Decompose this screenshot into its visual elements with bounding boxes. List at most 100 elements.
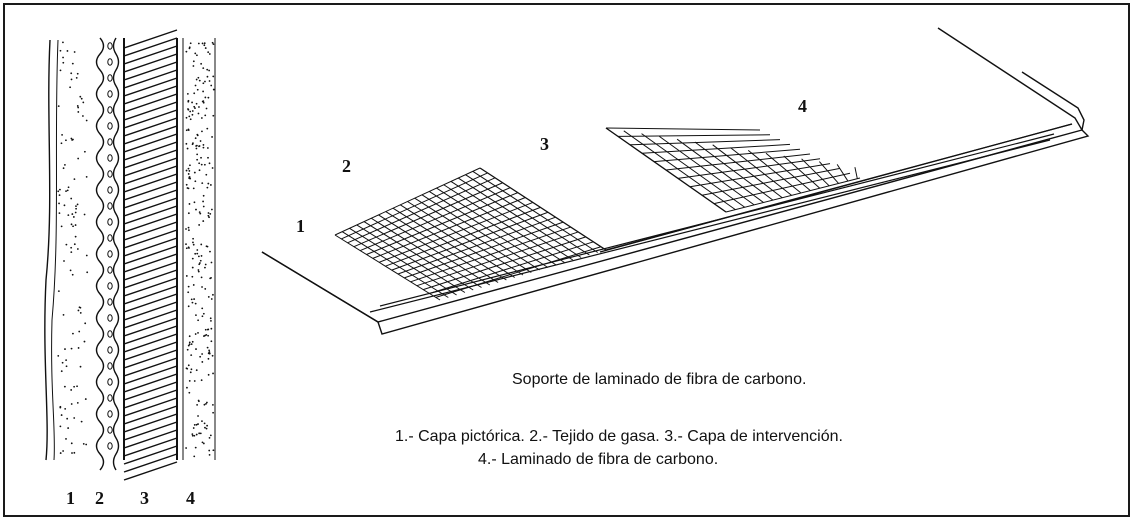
stipple-dot xyxy=(208,436,211,439)
stipple-dot xyxy=(207,51,210,54)
stipple-dot xyxy=(201,42,204,45)
mesh-line xyxy=(353,182,503,248)
stipple-dot xyxy=(208,449,211,452)
stipple-dot xyxy=(212,43,215,46)
gauze-oval xyxy=(107,74,113,82)
cross-section-diagram xyxy=(44,29,216,481)
stipple-dot xyxy=(197,415,199,417)
stipple-dot xyxy=(206,424,209,427)
stipple-dot xyxy=(70,72,73,75)
stipple-dot xyxy=(202,144,205,146)
stipple-dot xyxy=(201,420,203,423)
stipple-dot xyxy=(73,243,76,246)
stipple-dot xyxy=(188,391,191,394)
mesh-line xyxy=(725,177,861,213)
mesh-line xyxy=(676,138,764,203)
mesh-line xyxy=(465,174,590,256)
mesh-line xyxy=(730,147,792,196)
stipple-dot xyxy=(185,275,188,277)
stipple-dot xyxy=(189,164,191,167)
stipple-dot xyxy=(202,220,205,222)
stipple-dot xyxy=(187,187,190,190)
mesh-line xyxy=(334,234,441,301)
carbon-layer-stipple xyxy=(185,41,215,458)
hatch-line xyxy=(123,181,178,201)
stipple-dot xyxy=(82,442,85,445)
stipple-dot xyxy=(197,269,200,271)
section-label-1: 1 xyxy=(66,488,75,508)
stipple-dot xyxy=(71,213,74,215)
stipple-dot xyxy=(207,334,210,337)
stipple-dot xyxy=(211,354,214,357)
stipple-dot xyxy=(70,389,73,391)
stipple-dot xyxy=(60,370,63,373)
stipple-dot xyxy=(187,108,189,110)
stipple-dot xyxy=(186,386,188,389)
stipple-dot xyxy=(194,84,197,87)
stipple-dot xyxy=(85,119,88,122)
hatch-line xyxy=(123,373,178,393)
stipple-dot xyxy=(66,189,69,192)
stipple-dot xyxy=(58,212,61,214)
stipple-dot xyxy=(187,129,190,132)
gauze-oval xyxy=(107,282,113,290)
support-board-edge xyxy=(1021,71,1085,131)
mesh-line xyxy=(428,191,549,268)
stipple-dot xyxy=(208,53,211,55)
stipple-dot xyxy=(194,333,197,335)
stipple-dot xyxy=(189,118,192,121)
stipple-dot xyxy=(209,277,212,280)
mesh-line xyxy=(366,192,518,255)
stipple-dot xyxy=(200,276,203,279)
stipple-dot xyxy=(198,432,201,435)
stipple-dot xyxy=(60,142,63,145)
mesh-line xyxy=(712,144,783,199)
stipple-dot xyxy=(72,216,75,218)
stipple-dot xyxy=(193,201,196,204)
stipple-dot xyxy=(190,298,193,301)
stipple-dot xyxy=(193,380,196,382)
hatch-line xyxy=(123,61,178,81)
stipple-dot xyxy=(70,403,73,405)
stipple-dot xyxy=(70,197,73,200)
hatch-line xyxy=(123,437,178,457)
stipple-dot xyxy=(198,224,201,226)
stipple-dot xyxy=(193,171,196,174)
stipple-dot xyxy=(187,285,190,288)
stipple-dot xyxy=(207,214,210,217)
stipple-dot xyxy=(196,153,199,156)
stipple-dot xyxy=(190,354,193,357)
stipple-dot xyxy=(206,127,209,130)
stipple-dot xyxy=(198,211,201,214)
stipple-dot xyxy=(76,401,79,404)
mesh-line xyxy=(689,163,831,188)
stipple-dot xyxy=(191,301,194,304)
stipple-dot xyxy=(201,441,204,444)
stipple-dot xyxy=(71,139,74,141)
hatch-line xyxy=(123,381,178,401)
stipple-dot xyxy=(77,111,80,113)
gauze-oval xyxy=(107,58,113,66)
gauze-oval xyxy=(107,346,113,354)
stipple-dot xyxy=(209,317,212,320)
stipple-dot xyxy=(204,263,207,266)
hatch-line xyxy=(123,349,178,369)
stipple-dot xyxy=(192,284,195,286)
section-label-4: 4 xyxy=(186,488,195,508)
mesh-line xyxy=(629,139,781,146)
stipple-dot xyxy=(201,286,203,288)
stipple-dot xyxy=(197,270,200,273)
gauze-oval xyxy=(107,202,113,210)
hatch-line xyxy=(123,461,178,481)
stipple-dot xyxy=(73,385,76,388)
mesh-line xyxy=(617,134,771,137)
stipple-dot xyxy=(207,156,209,159)
stipple-dot xyxy=(73,51,76,53)
hatch-line xyxy=(123,269,178,289)
stipple-dot xyxy=(194,252,197,255)
caption-title: Soporte de laminado de fibra de carbono. xyxy=(512,371,807,388)
stipple-dot xyxy=(212,449,215,452)
mesh-line xyxy=(392,207,507,281)
hatch-line xyxy=(123,101,178,121)
stipple-dot xyxy=(196,88,199,91)
